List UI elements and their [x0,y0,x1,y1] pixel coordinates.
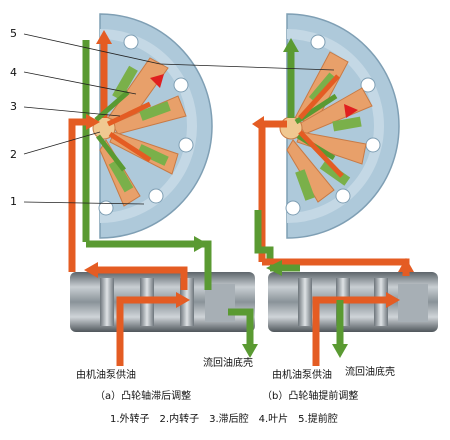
right-orange-arrow-up-icon [398,258,414,272]
left-orange-channel-diag [106,101,152,127]
left-phaser [68,13,213,272]
left-vane [108,159,134,193]
left-green-drain-arrow-icon [242,344,258,358]
right-green-arrow-left-icon [266,260,282,276]
callout-3: 3 [10,100,17,113]
left-bolt-hole [123,34,139,50]
supply-label-left: 由机油泵供油 [76,368,136,381]
left-bolt-hole [98,200,114,216]
right-orange-channel [298,74,340,120]
left-vane [112,65,138,101]
right-green-supply-line [254,210,274,262]
right-bolt-hole [365,137,381,153]
right-vane [332,116,362,132]
left-green-drain-line [228,308,254,346]
leader-5-right [159,63,335,71]
right-vane [295,169,315,201]
left-orange-return-line [116,296,178,366]
left-orange-arrow-right-icon [176,292,190,308]
legend: 1.外转子 2.内转子 3.滞后腔 4.叶片 5.提前腔 [110,412,338,425]
return-label-left: 流回油底壳 [203,356,253,369]
left-orange-supply-arrow-icon [86,114,100,130]
right-bolt-hole [335,188,351,204]
right-shaft-ring [398,284,428,322]
left-green-channel [94,90,130,122]
left-orange-arrow-top-icon [96,30,112,44]
leader-4 [23,71,137,95]
left-orange-channel-diag [108,131,152,163]
right-orange-channel [258,120,287,262]
left-shaft-ring [100,278,114,326]
left-green-arrow-right-icon [194,236,208,252]
left-rotation-mark-icon [150,74,164,88]
left-bolt-hole [173,77,189,93]
left-outer-rotor [99,29,197,223]
right-vane [308,72,338,104]
right-orange-supply-line [312,296,388,366]
left-vane [139,101,171,121]
callout-5: 5 [10,27,17,40]
return-label-right: 流回油底壳 [345,365,395,378]
left-bolt-hole [178,137,194,153]
left-bolt-hole [148,188,164,204]
right-shaft-ring [298,278,312,326]
leader-1 [23,201,145,205]
right-rotation-mark-icon [344,104,358,118]
leader-3 [23,106,121,117]
right-outer-rotor [286,29,384,223]
right-bolt-hole [285,200,301,216]
left-shaft-ring [205,284,235,322]
leader-2 [23,131,101,155]
right-bolt-hole [310,34,326,50]
right-vane [319,160,351,186]
left-orange-line-top [96,266,188,290]
right-camshaft [262,258,438,366]
right-orange-arrow-right-icon [386,292,400,308]
left-vane [137,144,169,166]
supply-label-right: 由机油泵供油 [272,368,332,381]
right-bolt-hole [360,77,376,93]
right-inner-rotor-lobe [298,87,373,135]
right-inner-rotor-lobe [286,139,335,203]
callouts: 5 4 3 2 1 [10,27,335,208]
left-green-channel [96,134,126,172]
caption-left: （a）凸轮轴滞后调整 [95,389,191,402]
right-orange-channel [298,130,344,178]
callout-4: 4 [10,66,17,79]
caption-right: （b）凸轮轴提前调整 [262,389,358,402]
right-green-arrow-top-icon [283,38,299,52]
left-orange-arrow-left-icon [84,262,98,278]
leader-5 [23,33,161,65]
right-green-drain-arrow-icon [332,344,348,358]
callout-1: 1 [10,195,17,208]
callout-2: 2 [10,148,17,161]
left-camshaft [70,236,258,366]
right-orange-arrow-left-icon [252,116,264,132]
right-phaser [252,13,400,262]
left-orange-supply-line [68,118,90,272]
